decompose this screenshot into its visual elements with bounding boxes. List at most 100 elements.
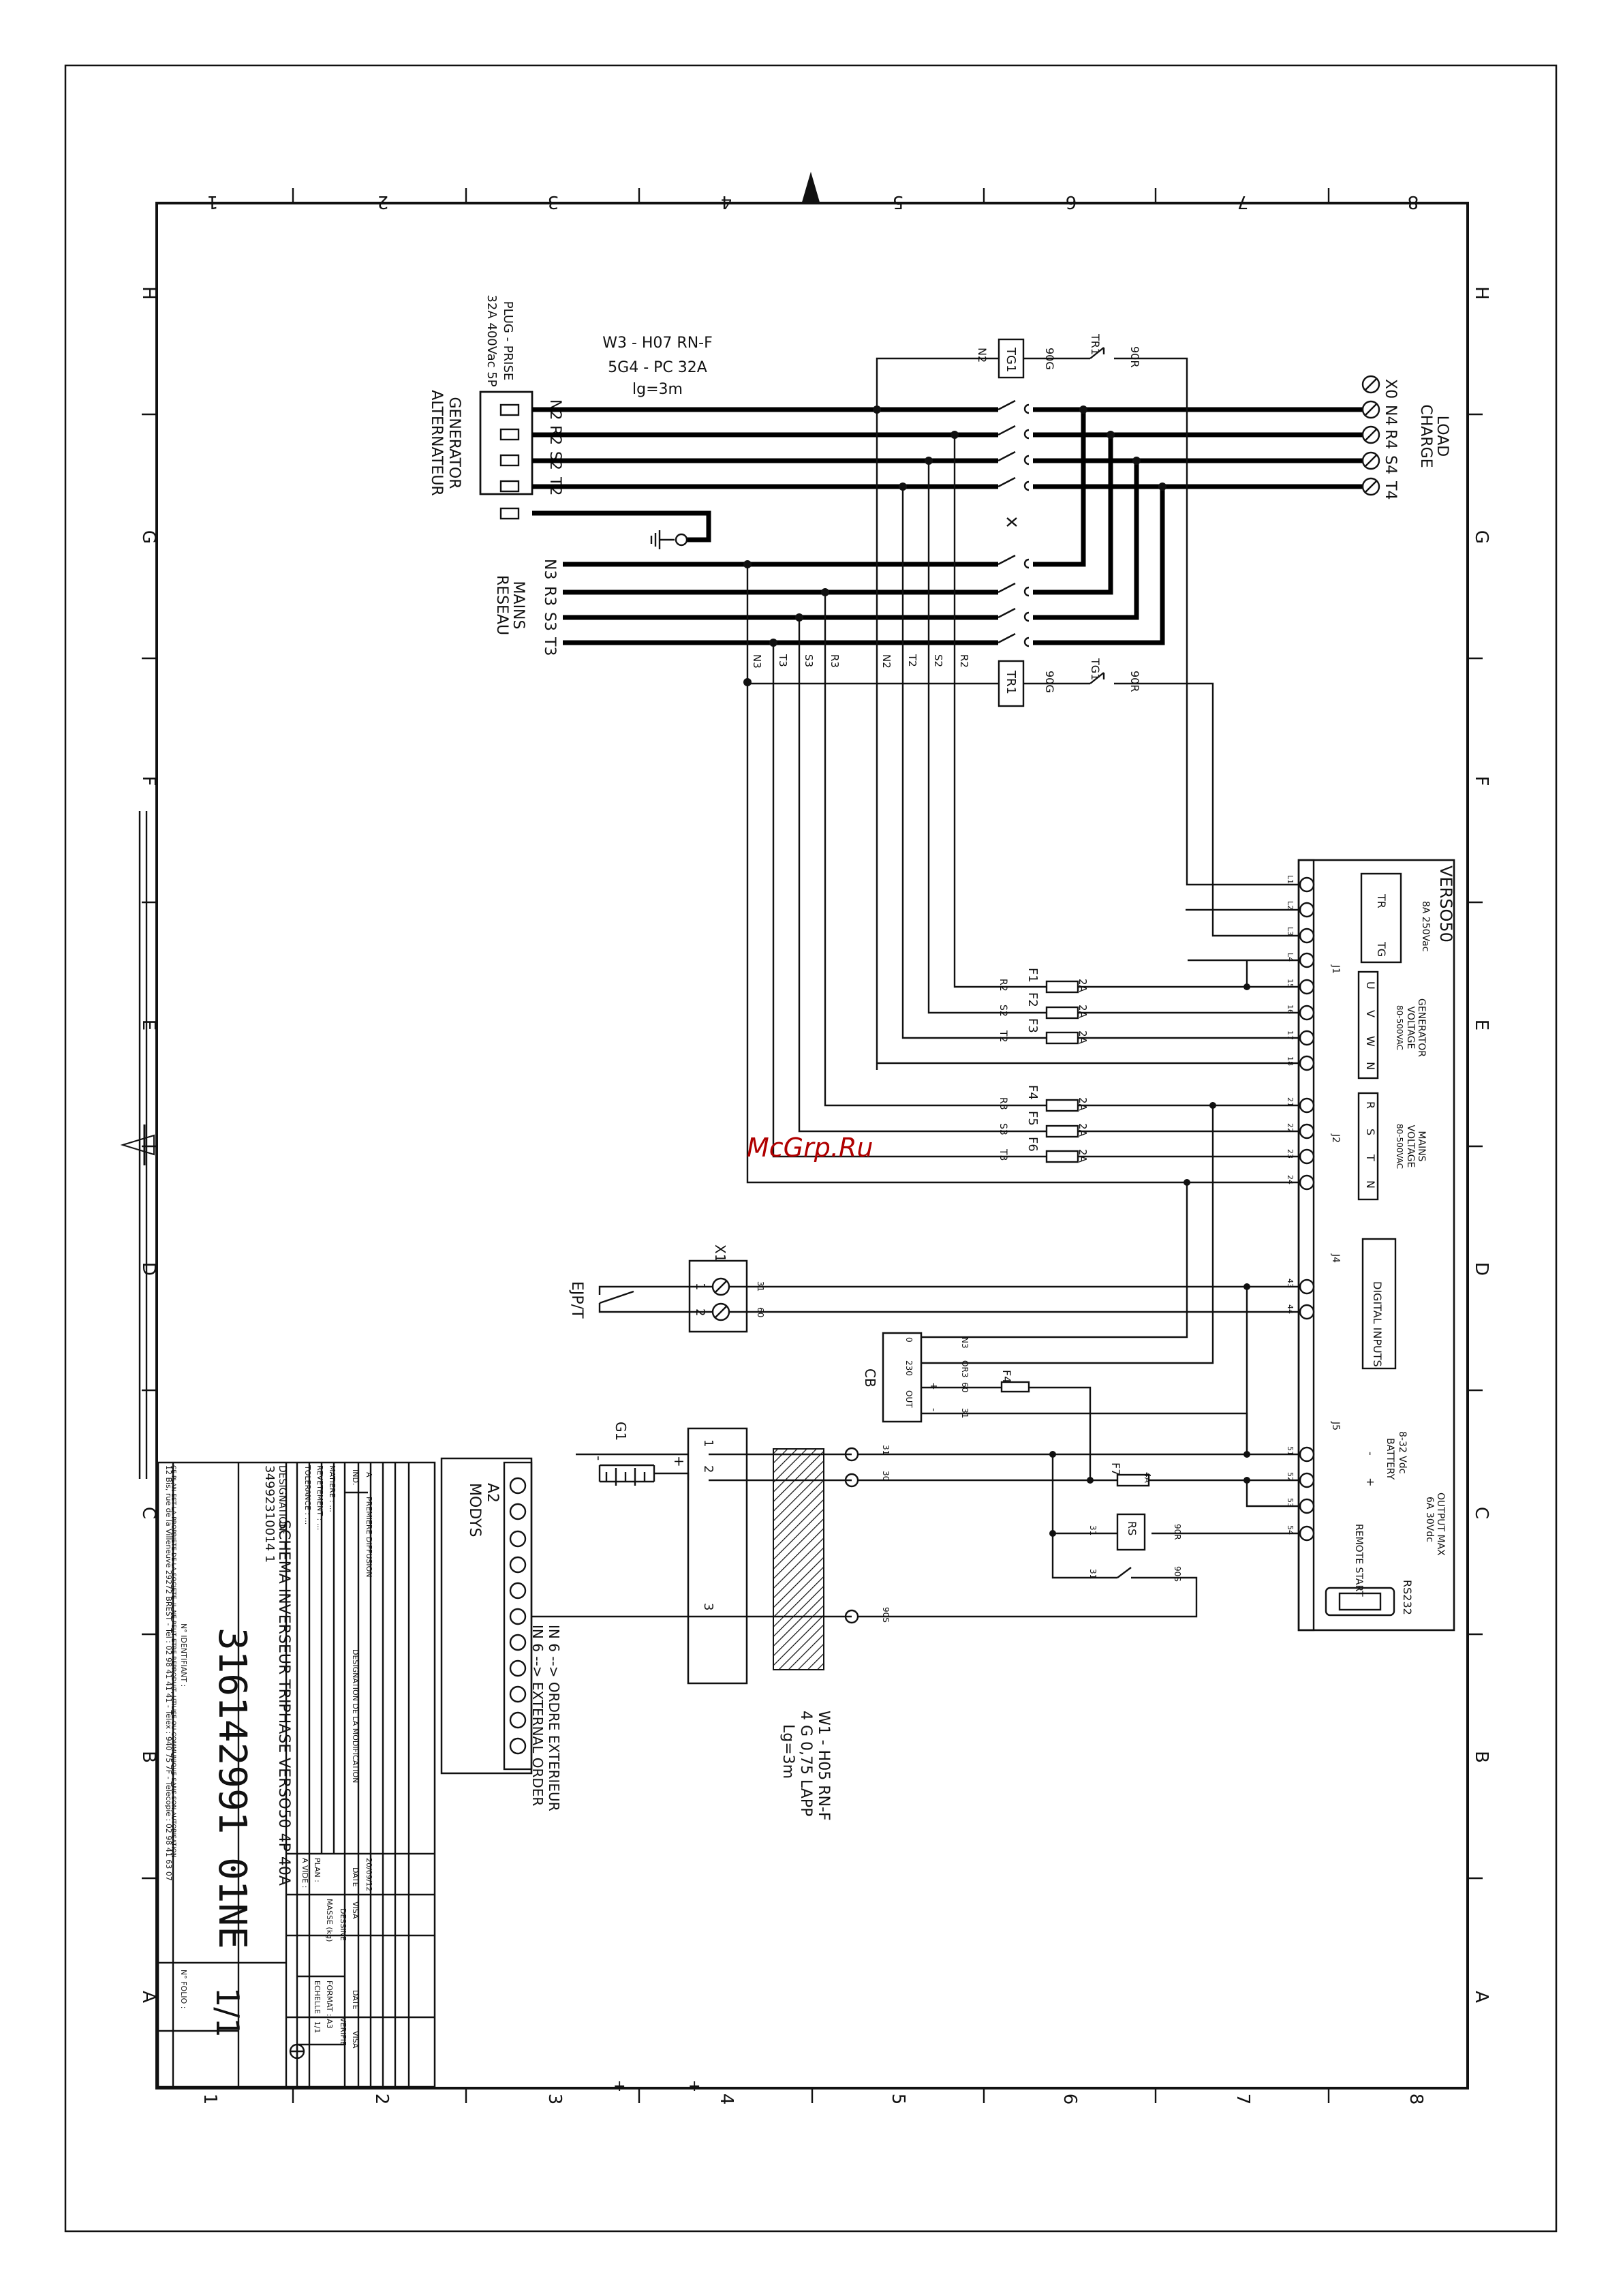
column-labels-top: 1 2 3 4 5 6 7 8 bbox=[207, 192, 1419, 212]
svg-text:TG: TG bbox=[1375, 941, 1388, 957]
svg-text:4 G 0,75 LAPP: 4 G 0,75 LAPP bbox=[797, 1711, 814, 1816]
svg-text:230: 230 bbox=[904, 1360, 914, 1376]
svg-text:IND.: IND. bbox=[351, 1469, 360, 1485]
svg-text:TG1: TG1 bbox=[1004, 347, 1018, 372]
svg-text:A2: A2 bbox=[484, 1483, 501, 1503]
svg-text:S2: S2 bbox=[932, 654, 944, 667]
svg-text:T4: T4 bbox=[1382, 480, 1399, 500]
svg-text:L3: L3 bbox=[1286, 927, 1295, 936]
svg-text:N4: N4 bbox=[1382, 405, 1399, 425]
svg-text:T2: T2 bbox=[906, 654, 918, 667]
svg-text:DATE: DATE bbox=[351, 1990, 360, 2010]
bottom-plus-1: + bbox=[613, 2078, 625, 2095]
svg-text:1: 1 bbox=[200, 2094, 220, 2105]
svg-text:18: 18 bbox=[1286, 1056, 1295, 1066]
svg-text:F2: F2 bbox=[1025, 992, 1040, 1007]
svg-text:A: A bbox=[365, 1472, 373, 1478]
svg-text:N2: N2 bbox=[880, 654, 893, 669]
svg-text:S3: S3 bbox=[998, 1123, 1008, 1135]
inverter-contacts bbox=[998, 399, 1030, 647]
svg-text:IN 6 --> EXTERNAL ORDER: IN 6 --> EXTERNAL ORDER bbox=[529, 1625, 546, 1806]
svg-text:B: B bbox=[1471, 1751, 1491, 1763]
column-labels-bottom: 1 2 3 4 5 6 7 8 bbox=[200, 2094, 1426, 2105]
svg-text:A VIDE :: A VIDE : bbox=[300, 1858, 309, 1888]
svg-text:17: 17 bbox=[1286, 1030, 1295, 1040]
svg-text:lg=3m: lg=3m bbox=[632, 381, 683, 398]
svg-text:2A: 2A bbox=[1077, 1005, 1089, 1019]
svg-text:L4: L4 bbox=[1286, 953, 1295, 962]
w1-wires bbox=[531, 1453, 852, 1618]
svg-text:R3: R3 bbox=[829, 654, 841, 668]
svg-text:CHARGE: CHARGE bbox=[1417, 404, 1434, 468]
battery-wire-labels: RS F7 4A 31 90R 31 90S bbox=[1088, 1463, 1182, 1582]
svg-text:DESIGNATION:: DESIGNATION: bbox=[277, 1465, 288, 1534]
svg-text:N° IDENTIFIANT :: N° IDENTIFIANT : bbox=[179, 1623, 188, 1687]
cable-w3-label: W3 - H07 RN-F 5G4 - PC 32A lg=3m bbox=[602, 335, 713, 398]
svg-text:J4: J4 bbox=[1330, 1253, 1341, 1263]
svg-text:90G: 90G bbox=[1043, 348, 1056, 370]
svg-text:3: 3 bbox=[548, 192, 559, 212]
svg-text:C: C bbox=[138, 1507, 159, 1519]
svg-text:TR1: TR1 bbox=[1089, 333, 1102, 355]
svg-text:43: 43 bbox=[1286, 1279, 1295, 1288]
svg-text:MAINS: MAINS bbox=[510, 581, 527, 630]
svg-text:S3: S3 bbox=[541, 612, 558, 631]
column-ticks bbox=[142, 188, 1483, 2103]
svg-text:VERSO50: VERSO50 bbox=[1436, 866, 1455, 943]
svg-text:RS232: RS232 bbox=[1401, 1580, 1414, 1615]
designation: SCHEMA INVERSEUR TRIPHASE VERSO50 4P 40A bbox=[275, 1520, 292, 1886]
svg-text:R3: R3 bbox=[541, 586, 558, 606]
svg-text:6A 30Vdc: 6A 30Vdc bbox=[1424, 1497, 1435, 1542]
svg-text:80-500VAC: 80-500VAC bbox=[1395, 1124, 1404, 1169]
load-labels: X0 N4 R4 S4 T4 LOAD CHARGE bbox=[1382, 379, 1451, 500]
svg-text:L2: L2 bbox=[1286, 901, 1295, 910]
left-ruler bbox=[138, 811, 148, 1479]
svg-text:90R: 90R bbox=[1128, 346, 1141, 367]
a2-modys: A2 MODYS IN 6 --> ORDRE EXTERIEUR IN 6 -… bbox=[440, 1457, 562, 1811]
generator-wires bbox=[532, 407, 998, 542]
svg-text:S2: S2 bbox=[998, 1005, 1008, 1017]
svg-text:6: 6 bbox=[1060, 2094, 1080, 2105]
svg-text:2A: 2A bbox=[1077, 1123, 1089, 1137]
svg-text:53: 53 bbox=[1286, 1498, 1295, 1507]
svg-text:A: A bbox=[1471, 1991, 1491, 2003]
svg-text:DATE: DATE bbox=[351, 1867, 360, 1887]
svg-text:+: + bbox=[928, 1382, 939, 1390]
svg-text:IN 6 --> ORDRE EXTERIEUR: IN 6 --> ORDRE EXTERIEUR bbox=[546, 1625, 562, 1811]
svg-text:D: D bbox=[138, 1262, 159, 1276]
svg-text:16: 16 bbox=[1286, 1005, 1295, 1014]
title-block-text: 12 Bis, rue de la Villeneuve 29272 BREST… bbox=[164, 1465, 373, 2060]
svg-text:MATIERE : ...: MATIERE : ... bbox=[328, 1465, 337, 1512]
svg-text:GENERATOR: GENERATOR bbox=[1416, 998, 1427, 1057]
svg-text:+: + bbox=[671, 1456, 687, 1467]
svg-text:24: 24 bbox=[1286, 1175, 1295, 1184]
watermark: McGrp.Ru bbox=[747, 1133, 874, 1163]
svg-text:S: S bbox=[1364, 1129, 1377, 1135]
svg-text:REVETEMENT : ...: REVETEMENT : ... bbox=[315, 1465, 324, 1530]
reference: 34992310014 1 bbox=[262, 1465, 277, 1563]
svg-text:90R: 90R bbox=[1173, 1524, 1182, 1540]
bottom-plus-2: + bbox=[688, 2078, 700, 2095]
w1-connector: 1 2 3 31 30 90S W1 - H05 RN-F 4 G 0,75 L… bbox=[687, 1427, 891, 1821]
svg-text:Lg=3m: Lg=3m bbox=[779, 1724, 797, 1779]
svg-text:VOLTAGE: VOLTAGE bbox=[1405, 1007, 1416, 1050]
svg-text:H: H bbox=[138, 286, 159, 300]
svg-text:W3 - H07 RN-F: W3 - H07 RN-F bbox=[602, 335, 713, 352]
generator-label-2: ALTERNATEUR bbox=[428, 390, 445, 495]
fuses-mains: F4 F5 F6 2A 2A 2A R3 S3 T3 bbox=[998, 1085, 1089, 1163]
svg-text:L1: L1 bbox=[1286, 875, 1295, 884]
svg-text:E: E bbox=[1471, 1020, 1491, 1030]
svg-text:RS: RS bbox=[1126, 1521, 1139, 1535]
tg1-coil: TG1 bbox=[998, 338, 1025, 379]
svg-text:EJP/T: EJP/T bbox=[568, 1281, 585, 1319]
svg-text:PREMIERE DIFFUSION: PREMIERE DIFFUSION bbox=[365, 1497, 373, 1578]
svg-text:A: A bbox=[138, 1991, 159, 2003]
svg-text:3: 3 bbox=[544, 2094, 565, 2105]
svg-text:+: + bbox=[1364, 1478, 1377, 1486]
fuses-generator: F1 F2 F3 2A 2A 2A R2 S2 T2 bbox=[998, 968, 1089, 1045]
row-labels-left: H G F E D C B A bbox=[138, 286, 159, 2003]
svg-text:OUT: OUT bbox=[904, 1390, 914, 1408]
plug-label-2: 32A 400Vac 5P bbox=[484, 294, 499, 386]
x1-wires bbox=[598, 1285, 1300, 1313]
plug-label-1: PLUG - PRISE bbox=[501, 301, 515, 381]
